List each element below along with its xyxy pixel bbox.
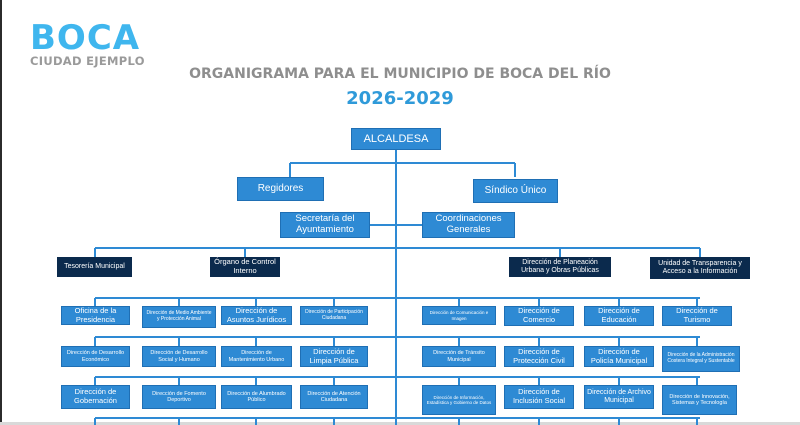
org-box-tesoreria: Tesorería Municipal (57, 257, 132, 277)
org-box-turismo: Dirección de Turismo (662, 306, 732, 326)
org-box-archivo: Dirección de Archivo Municipal (584, 385, 654, 409)
org-box-proteccion-civil: Dirección de Protección Civil (504, 346, 574, 367)
org-box-transparencia: Unidad de Transparencia y Acceso a la In… (650, 257, 750, 279)
logo: BOCA CIUDAD EJEMPLO (30, 18, 145, 68)
logo-subtitle: CIUDAD EJEMPLO (30, 54, 145, 68)
org-box-atencion-ciudadana: Dirección de Atención Ciudadana (300, 385, 368, 409)
org-box-alumbrado: Dirección de Alumbrado Público (221, 385, 292, 409)
org-box-desarrollo-economico: Dirección de Desarrollo Económico (61, 346, 130, 367)
org-box-desarrollo-social: Dirección de Desarrollo Social y Humano (142, 346, 216, 367)
org-box-inclusion-social: Dirección de Inclusión Social (504, 385, 574, 409)
org-box-presidencia: Oficina de la Presidencia (61, 306, 130, 325)
org-box-informacion-datos: Dirección de Información, Estadística y … (422, 385, 496, 415)
page-bottom-edge (0, 422, 800, 425)
org-box-sindico: Síndico Único (473, 179, 558, 203)
org-box-organo-control: Órgano de Control Interno (210, 257, 280, 277)
org-box-mantenimiento: Dirección de Mantenimiento Urbano (221, 346, 292, 367)
org-box-medio-ambiente: Dirección de Medio Ambiente y Protección… (142, 306, 216, 328)
org-box-transito: Dirección de Tránsito Municipal (422, 346, 496, 367)
org-box-asuntos-juridicos: Dirección de Asuntos Jurídicos (221, 306, 292, 325)
org-box-coordinaciones: Coordinaciones Generales (422, 212, 515, 238)
org-box-planeacion: Dirección de Planeación Urbana y Obras P… (509, 257, 611, 277)
org-box-educacion: Dirección de Educación (584, 306, 654, 326)
org-box-gobernacion: Dirección de Gobernación (61, 385, 130, 409)
org-box-comunicacion: Dirección de Comunicación e Imagen (422, 306, 496, 325)
org-box-limpia: Dirección de Limpia Pública (300, 346, 368, 367)
org-box-innovacion: Dirección de Innovación, Sistemas y Tecn… (662, 385, 737, 415)
org-box-secretaria: Secretaría del Ayuntamiento (280, 212, 370, 238)
org-box-alcaldesa: ALCALDESA (351, 128, 441, 150)
org-box-regidores: Regidores (237, 177, 324, 201)
org-box-comercio: Dirección de Comercio (504, 306, 574, 326)
page-title: ORGANIGRAMA PARA EL MUNICIPIO DE BOCA DE… (189, 66, 611, 82)
logo-brand: BOCA (30, 18, 141, 58)
org-box-fomento-deportivo: Dirección de Fomento Deportivo (142, 385, 216, 409)
org-box-participacion: Dirección de Participación Ciudadana (300, 306, 368, 325)
period-title: 2026-2029 (346, 88, 454, 109)
org-box-administracion-costera: Dirección de la Administración Costera I… (662, 346, 740, 372)
org-box-policia: Dirección de Policía Municipal (584, 346, 654, 367)
page-left-border (0, 0, 2, 425)
